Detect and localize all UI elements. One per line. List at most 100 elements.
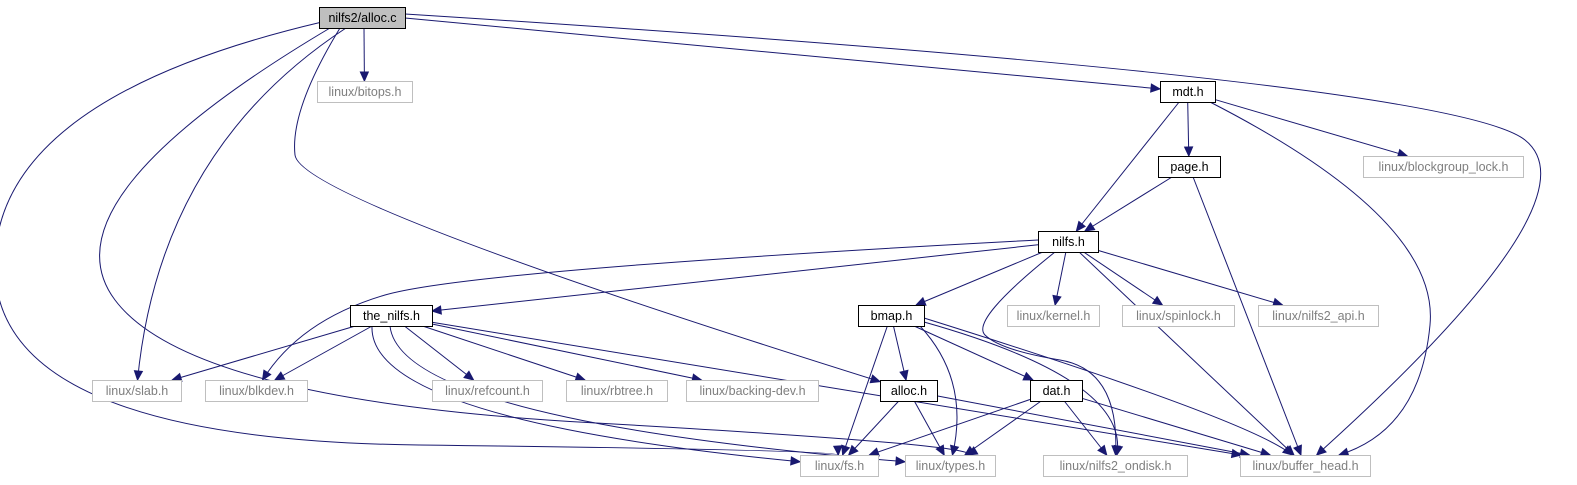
node-kernel[interactable]: linux/kernel.h <box>1007 305 1100 327</box>
edge-bmap-to-nilfs2_ondisk <box>923 321 1119 456</box>
node-rbtree[interactable]: linux/rbtree.h <box>566 380 668 402</box>
arrowhead-the_nilfs-to-blkdev <box>273 371 286 381</box>
node-slab[interactable]: linux/slab.h <box>92 380 182 402</box>
node-alloc[interactable]: alloc.h <box>880 380 938 402</box>
edge-the_nilfs-to-blkdev <box>274 325 373 381</box>
node-root: nilfs2/alloc.c <box>319 7 406 29</box>
arrowhead-page-to-buffer_head <box>1293 444 1302 457</box>
node-box <box>1258 305 1379 327</box>
node-nilfs2-api[interactable]: linux/nilfs2_api.h <box>1258 305 1379 327</box>
edge-mdt-to-blockgroup_lock <box>1214 99 1408 157</box>
node-fs[interactable]: linux/fs.h <box>800 455 879 477</box>
arrowhead-root-to-mdt <box>1150 83 1162 93</box>
arrowhead-the_nilfs-to-fs <box>790 456 802 466</box>
arrowhead-mdt-to-page <box>1183 146 1194 158</box>
edge-mdt-to-nilfs <box>1075 101 1180 232</box>
node-box <box>205 380 308 402</box>
node-box <box>566 380 668 402</box>
arrowhead-root-to-slab <box>133 370 144 382</box>
node-box <box>92 380 182 402</box>
edge-alloc-to-types <box>913 400 945 456</box>
edge-dat-to-buffer_head <box>1081 397 1271 456</box>
edge-alloc-to-buffer_head <box>936 395 1250 456</box>
node-bmap[interactable]: bmap.h <box>858 305 925 327</box>
node-the-nilfs[interactable]: the_nilfs.h <box>350 305 433 327</box>
node-box <box>1007 305 1100 327</box>
arrowhead-dat-to-nilfs2_ondisk <box>1097 444 1108 456</box>
node-label: mdt.h <box>1172 85 1203 99</box>
edge-the_nilfs-to-backing_dev <box>431 323 702 381</box>
edge-root-to-buffer_head <box>404 13 1542 456</box>
edge-the_nilfs-to-rbtree <box>422 325 586 381</box>
node-box <box>686 380 819 402</box>
node-label: dat.h <box>1043 384 1071 398</box>
node-box <box>905 455 996 477</box>
node-spinlock[interactable]: linux/spinlock.h <box>1122 305 1235 327</box>
node-box <box>317 81 413 103</box>
edge-bmap-to-dat <box>913 325 1034 381</box>
arrowhead-nilfs-to-blkdev <box>261 369 272 382</box>
arrowhead-the_nilfs-to-rbtree <box>574 372 587 382</box>
edge-nilfs-to-nilfs2_ondisk <box>982 251 1117 456</box>
node-label: nilfs2/alloc.c <box>328 11 396 25</box>
node-page[interactable]: page.h <box>1158 156 1221 178</box>
edge-mdt-to-buffer_head <box>1209 101 1431 456</box>
edge-dat-to-fs <box>869 399 1031 456</box>
node-label: linux/slab.h <box>106 384 169 398</box>
arrowhead-root-to-alloc <box>869 374 882 384</box>
edge-page-to-nilfs <box>1084 176 1173 232</box>
edge-the_nilfs-to-buffer_head <box>431 321 1242 456</box>
node-label: the_nilfs.h <box>363 309 420 323</box>
arrowhead-nilfs-to-kernel <box>1052 294 1062 307</box>
node-label: linux/types.h <box>916 459 986 473</box>
edge-bmap-to-buffer_head <box>923 317 1293 456</box>
node-blkdev[interactable]: linux/blkdev.h <box>205 380 308 402</box>
node-label: linux/spinlock.h <box>1136 309 1221 323</box>
node-label: linux/bitops.h <box>329 85 402 99</box>
node-types[interactable]: linux/types.h <box>905 455 996 477</box>
node-label: nilfs.h <box>1052 235 1085 249</box>
node-mdt[interactable]: mdt.h <box>1160 81 1216 103</box>
node-buffer-head[interactable]: linux/buffer_head.h <box>1240 455 1371 477</box>
edge-layer <box>0 13 1542 466</box>
edge-the_nilfs-to-types <box>389 325 906 463</box>
node-box <box>1043 455 1188 477</box>
node-blockgroup-lock[interactable]: linux/blockgroup_lock.h <box>1363 156 1524 178</box>
node-nilfs[interactable]: nilfs.h <box>1038 231 1099 253</box>
node-label: alloc.h <box>891 384 927 398</box>
edge-alloc-to-fs <box>848 400 900 456</box>
edge-bmap-to-types <box>919 325 958 456</box>
node-box <box>350 305 433 327</box>
node-box <box>1038 231 1099 253</box>
arrowhead-alloc-to-fs <box>847 444 859 456</box>
arrowhead-nilfs-to-bmap <box>914 296 927 306</box>
node-box <box>880 380 938 402</box>
node-label: linux/fs.h <box>815 459 864 473</box>
edge-the_nilfs-to-refcount <box>404 325 474 381</box>
arrowhead-root-to-buffer_head <box>1315 445 1327 456</box>
arrowhead-root-to-fs <box>832 445 843 457</box>
edge-nilfs-to-buffer_head <box>1078 251 1295 456</box>
node-label: linux/rbtree.h <box>581 384 653 398</box>
edge-nilfs-to-spinlock <box>1083 251 1163 306</box>
node-box <box>1240 455 1371 477</box>
node-label: linux/nilfs2_api.h <box>1272 309 1364 323</box>
node-layer: nilfs2/alloc.c linux/bitops.h mdt.h page.h l… <box>92 7 1524 477</box>
arrowhead-bmap-to-types <box>949 444 960 457</box>
node-box <box>1030 380 1083 402</box>
arrowhead-bmap-to-nilfs2_ondisk <box>1113 444 1124 457</box>
arrowhead-root-to-bitops <box>359 71 370 83</box>
arrowhead-dat-to-types <box>963 445 976 456</box>
node-box <box>858 305 925 327</box>
node-label: page.h <box>1170 160 1208 174</box>
edge-nilfs-to-blkdev <box>262 239 1039 381</box>
node-backing-dev[interactable]: linux/backing-dev.h <box>686 380 819 402</box>
node-label: linux/blockgroup_lock.h <box>1379 160 1509 174</box>
node-refcount[interactable]: linux/refcount.h <box>432 380 543 402</box>
node-nilfs2-ondisk[interactable]: linux/nilfs2_ondisk.h <box>1043 455 1188 477</box>
node-dat[interactable]: dat.h <box>1030 380 1083 402</box>
node-box <box>1160 81 1216 103</box>
arrowhead-page-to-nilfs <box>1083 221 1096 232</box>
node-bitops[interactable]: linux/bitops.h <box>317 81 413 103</box>
